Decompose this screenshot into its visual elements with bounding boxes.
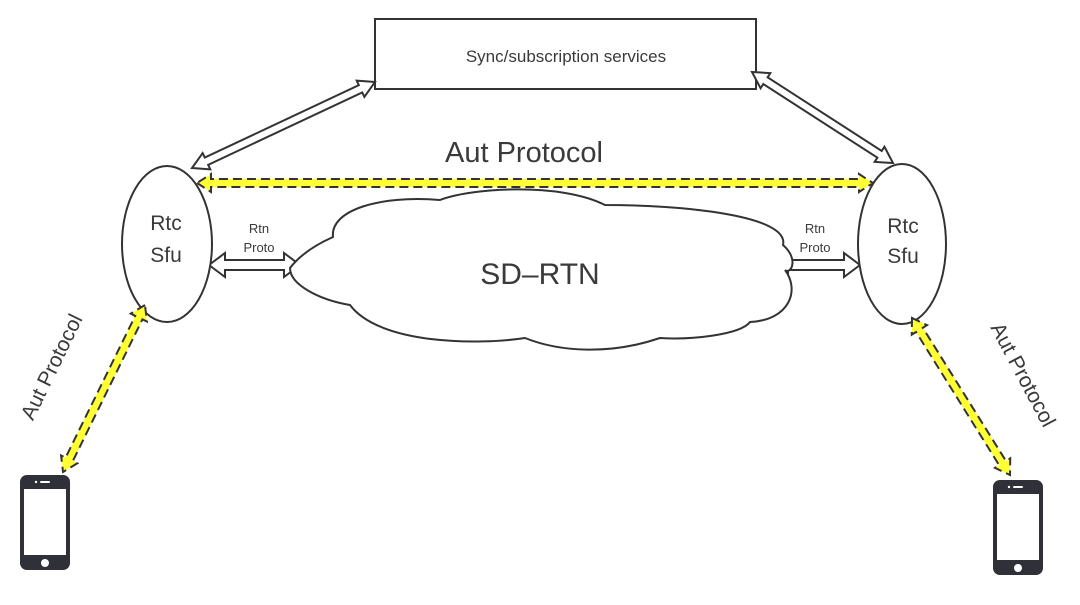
right-phone-icon: [993, 480, 1043, 575]
left-phone-link-label: Aut Protocol: [17, 311, 88, 424]
cloud-shape: [288, 188, 794, 351]
right-rtn-label-line1: Rtn: [805, 221, 825, 236]
left-phone-icon: [20, 475, 70, 570]
right-phone-aut-arrow: [910, 316, 1012, 477]
sd-rtn-cloud: SD–RTN: [288, 188, 794, 351]
left-phone-aut-arrow: [59, 303, 149, 474]
sd-rtn-label: SD–RTN: [480, 258, 599, 291]
right-node-line2: Sfu: [887, 245, 919, 268]
sync-right-sfu-arrow: [750, 70, 895, 165]
left-rtn-label-line1: Rtn: [249, 221, 269, 236]
sync-subscription-box: Sync/subscription services: [374, 18, 757, 90]
right-node-line1: Rtc: [887, 215, 919, 238]
left-rtc-sfu-node: Rtc Sfu: [121, 165, 213, 323]
top-aut-protocol-label: Aut Protocol: [445, 137, 603, 169]
right-rtn-label-line2: Proto: [799, 240, 830, 255]
top-aut-protocol-arrow: [195, 172, 875, 194]
left-rtn-label-line2: Proto: [243, 240, 274, 255]
left-node-line2: Sfu: [150, 244, 182, 267]
sync-left-sfu-arrow: [190, 79, 377, 171]
right-phone-link-label: Aut Protocol: [986, 319, 1060, 431]
left-rtn-proto-arrow: [207, 251, 302, 279]
sync-subscription-label: Sync/subscription services: [466, 47, 666, 66]
left-node-line1: Rtc: [150, 212, 182, 235]
right-rtc-sfu-node: Rtc Sfu: [857, 163, 947, 325]
